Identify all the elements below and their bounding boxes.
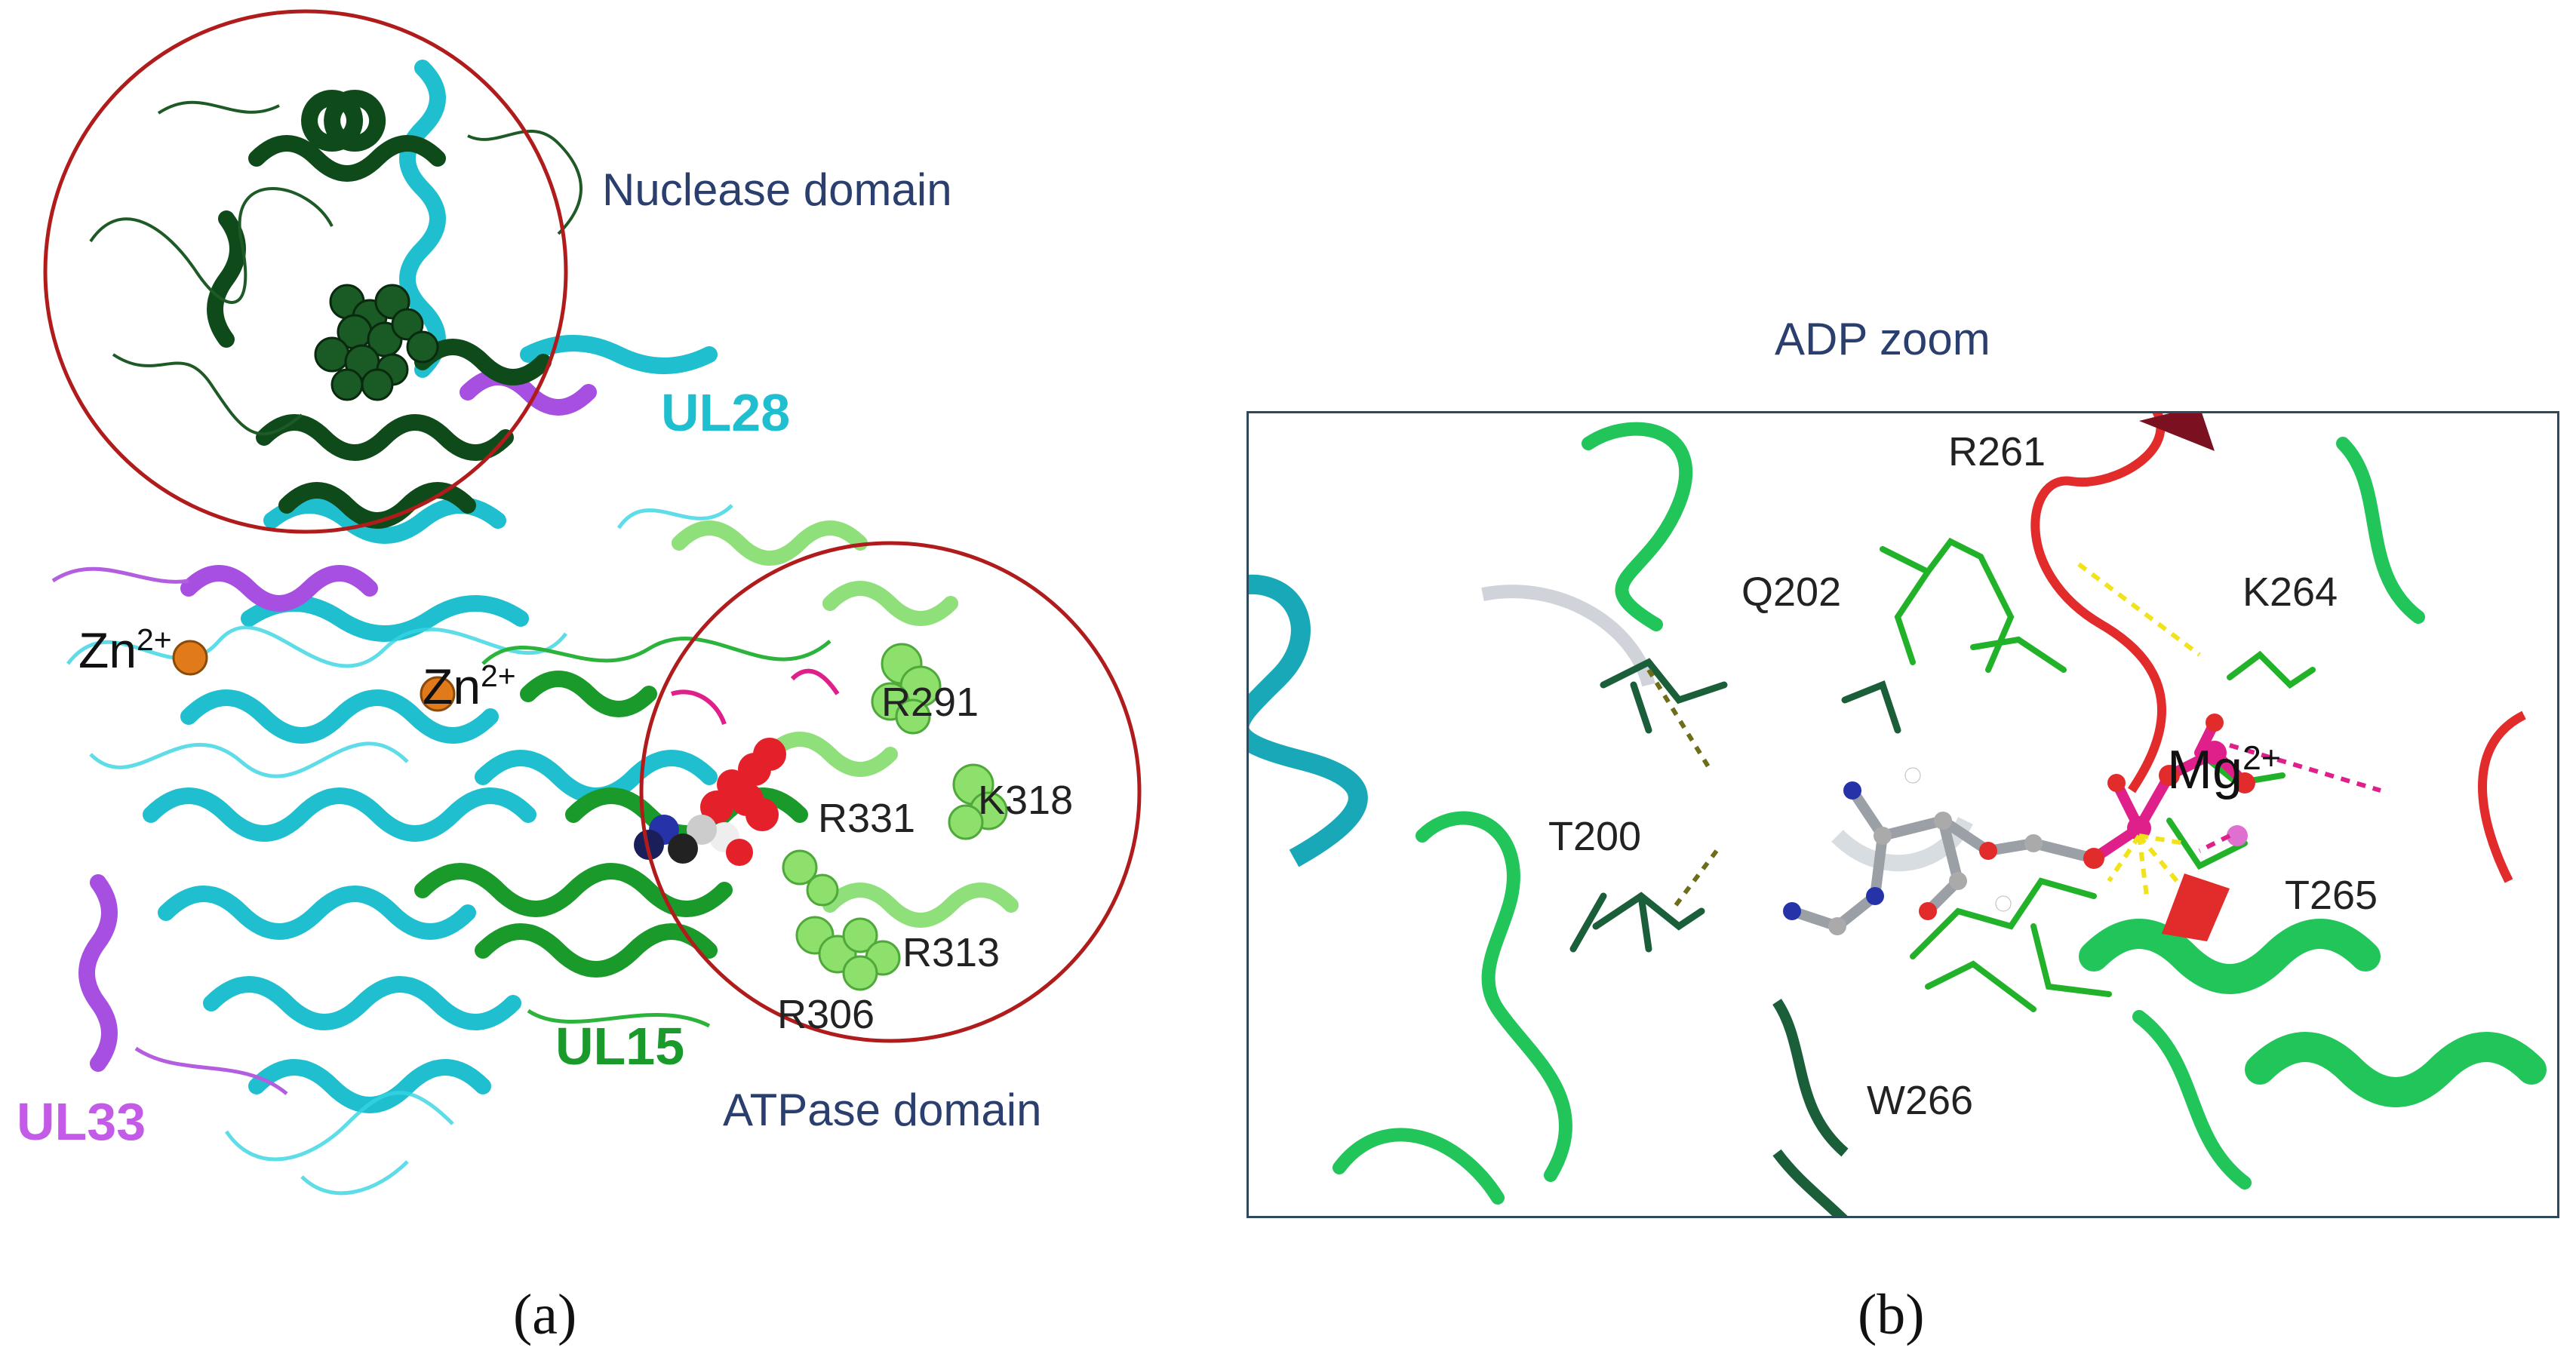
adp-zoom-box: R261: [1247, 411, 2559, 1218]
residue-label-r261-page: R261: [1948, 429, 2046, 474]
nuclease-domain-label: Nuclease domain: [602, 164, 952, 215]
mg-label: Mg2+: [2167, 740, 2281, 800]
nuclease-spheres: [314, 284, 439, 401]
adp-zoom-structure: [1249, 413, 2547, 1216]
atpase-domain-label: ATPase domain: [723, 1085, 1042, 1135]
adp-zoom-title: ADP zoom: [1775, 314, 1990, 364]
panel-a-caption: (a): [513, 1283, 577, 1346]
residue-label-w266: W266: [1867, 1078, 1974, 1123]
atpase-ribbons: [672, 520, 1019, 928]
residue-label-k264: K264: [2242, 569, 2338, 615]
atpase-domain-circle: [639, 541, 1142, 1043]
mg-ion: [2227, 825, 2248, 846]
atpase-residue-spheres: [782, 643, 1008, 991]
adp-spheres: [634, 738, 786, 866]
residue-label-q202: Q202: [1741, 569, 1842, 615]
panel-b-caption: (b): [1858, 1283, 1925, 1346]
residue-label-r291: R291: [881, 680, 979, 725]
zn-label-right: Zn2+: [423, 658, 516, 714]
residue-label-k318: K318: [978, 778, 1074, 823]
adp-atoms: [1783, 767, 2043, 935]
zinc-ion-left: [172, 640, 208, 676]
residue-label-r331: R331: [818, 796, 916, 841]
ul15-label: UL15: [555, 1017, 685, 1076]
ul28-label: UL28: [661, 383, 791, 442]
zn-label-left: Zn2+: [78, 622, 172, 678]
nuclease-ribbons: [207, 90, 552, 529]
nuclease-domain-circle: [43, 9, 568, 534]
residue-label-r313: R313: [902, 930, 1001, 975]
ul33-label: UL33: [17, 1092, 146, 1151]
residue-label-t265: T265: [2285, 873, 2378, 918]
panel-a-structure: [43, 9, 1142, 1196]
residue-label-t200: T200: [1548, 814, 1642, 859]
zinc-ion-right: [420, 676, 456, 712]
residue-label-r306: R306: [777, 992, 875, 1037]
ul33-ribbons: [78, 369, 597, 1072]
